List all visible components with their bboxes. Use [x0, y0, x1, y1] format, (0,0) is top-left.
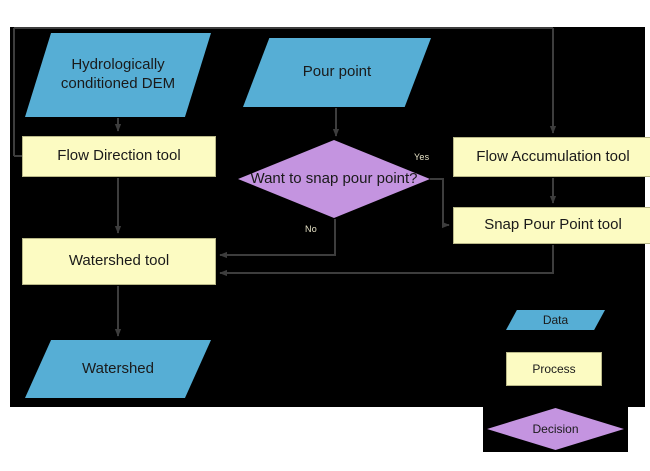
node-watershed[interactable]: Watershed	[25, 340, 211, 398]
legend-label: Process	[532, 362, 576, 376]
node-flow-accumulation-tool[interactable]: Flow Accumulation tool	[453, 137, 650, 177]
branch-label-yes: Yes	[414, 152, 430, 162]
node-label: Pour point	[302, 63, 372, 81]
node-label: Flow Accumulation tool	[476, 147, 630, 165]
node-label: Flow Direction tool	[57, 147, 181, 165]
node-flow-direction-tool[interactable]: Flow Direction tool	[22, 136, 216, 177]
node-label: Watershed	[82, 359, 154, 377]
legend-item-data: Data	[506, 310, 605, 330]
node-hydrologically-conditioned-dem[interactable]: Hydrologically conditioned DEM	[25, 33, 211, 117]
node-pour-point[interactable]: Pour point	[243, 38, 431, 107]
legend-label: Data	[542, 313, 569, 327]
legend-label: Decision	[532, 422, 579, 436]
node-label: Snap Pour Point tool	[484, 216, 622, 234]
node-snap-pour-point-tool[interactable]: Snap Pour Point tool	[453, 207, 650, 244]
node-label: Watershed tool	[68, 252, 170, 270]
node-watershed-tool[interactable]: Watershed tool	[22, 238, 216, 285]
branch-label-no: No	[305, 224, 317, 234]
legend-item-process: Process	[506, 352, 602, 386]
node-label: Hydrologically conditioned DEM	[60, 56, 176, 92]
node-label: Want to snap pour point?	[250, 169, 418, 187]
